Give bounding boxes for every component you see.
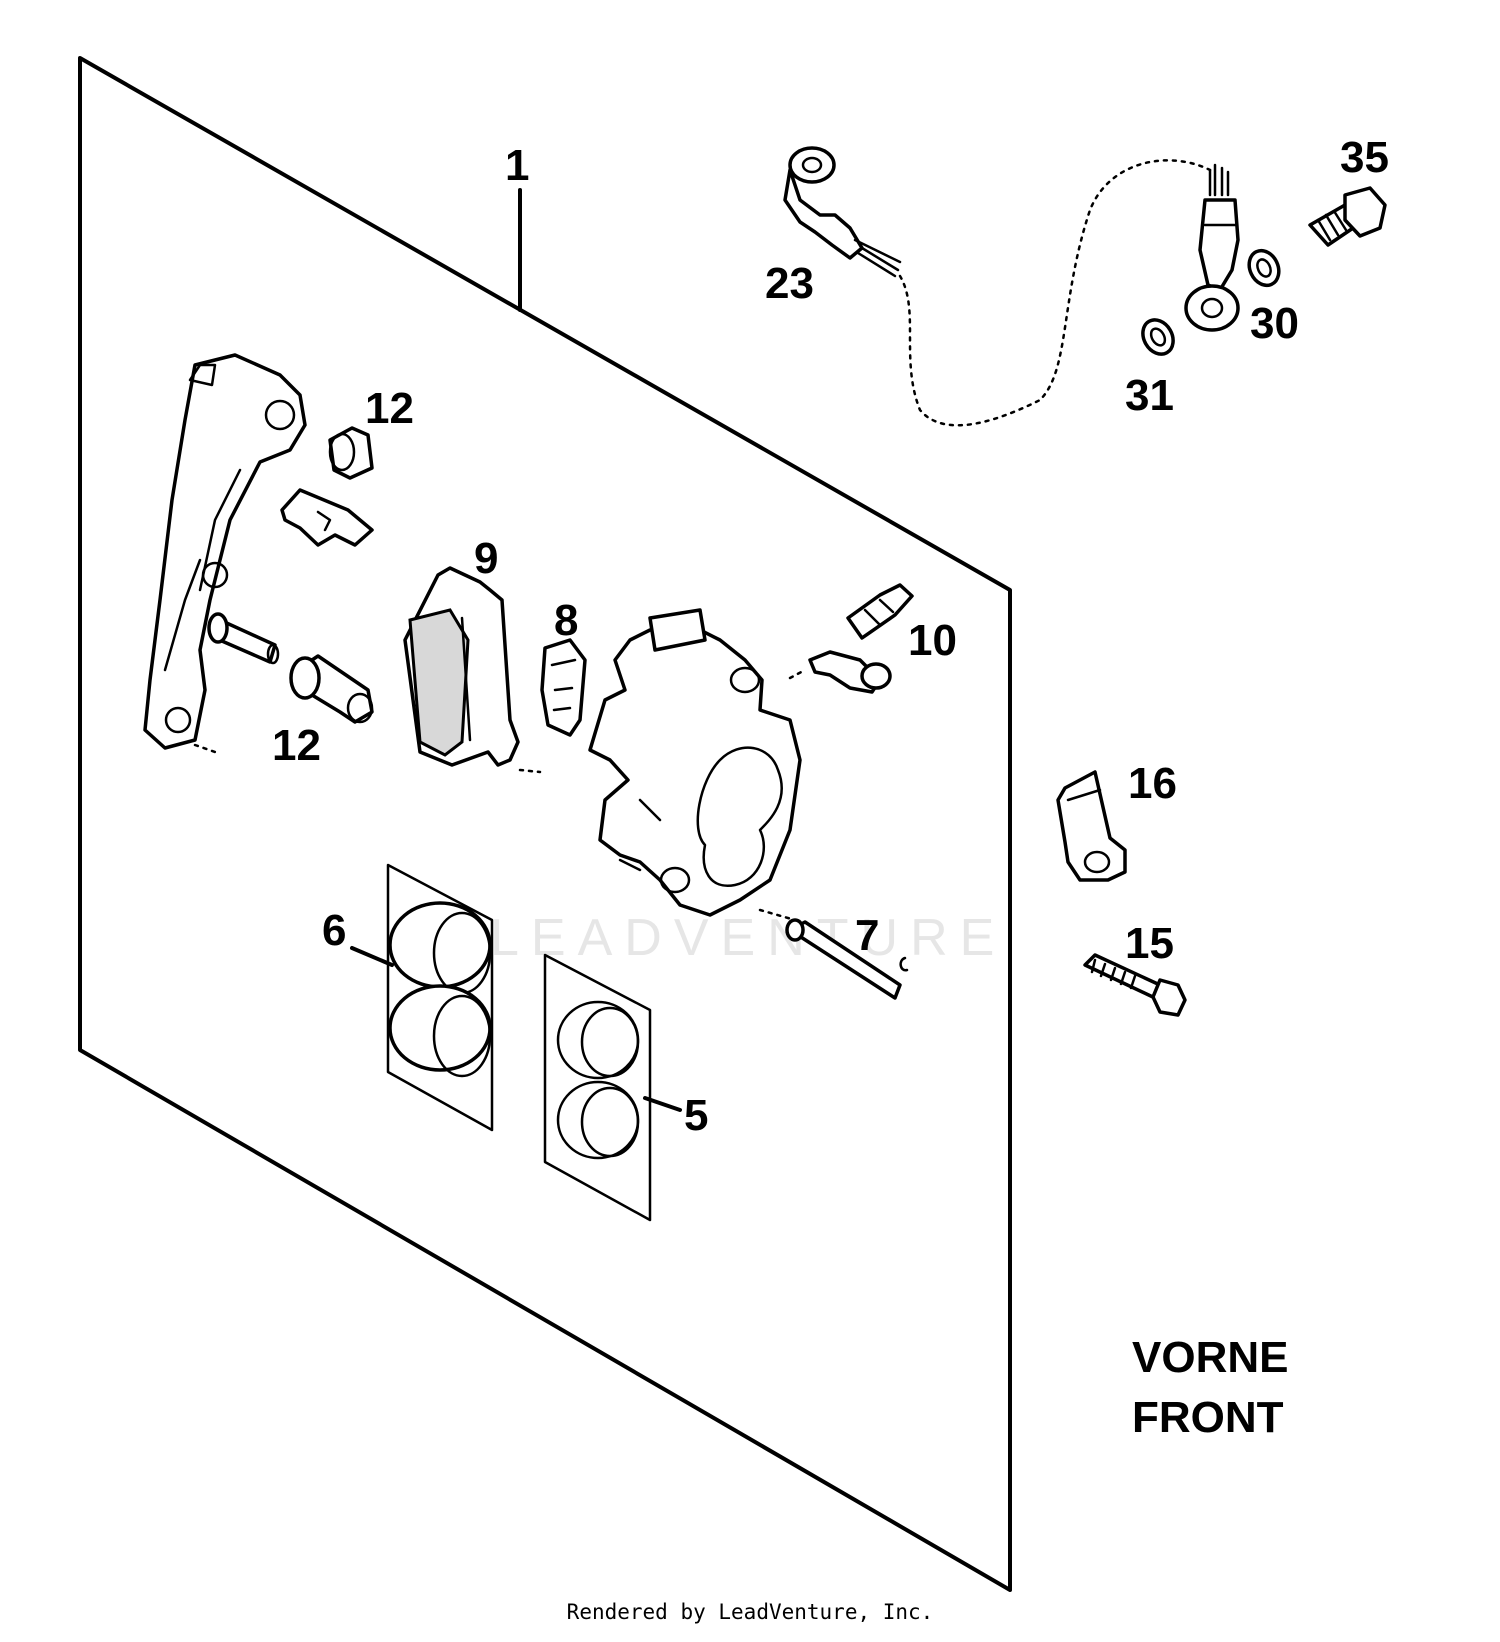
pad-retaining-spring [540, 638, 587, 737]
callout-1: 1 [505, 141, 529, 190]
guide-pin-lower [289, 654, 374, 724]
callout-8: 8 [554, 596, 578, 645]
bleeder-valve [846, 583, 914, 640]
brake-carrier-bracket [143, 353, 307, 754]
pad-spring-clip [280, 488, 374, 547]
callout-35: 35 [1340, 133, 1389, 182]
callout-6: 6 [322, 906, 346, 955]
callout-10: 10 [908, 616, 957, 665]
callout-12-lower: 12 [272, 721, 321, 770]
callout-31: 31 [1125, 371, 1174, 420]
watermark-text: LEADVENTURE [490, 909, 1006, 967]
callout-9: 9 [474, 534, 498, 583]
callout-5: 5 [684, 1091, 708, 1140]
guide-pin-bolt [207, 612, 280, 665]
bleeder-cap [808, 650, 892, 694]
piston-set [350, 863, 494, 1132]
callout-15: 15 [1125, 919, 1174, 968]
hose-banjo-fitting [1184, 163, 1240, 332]
mounting-bolt [1083, 953, 1187, 1017]
brake-pad-set [403, 566, 542, 774]
callout-23: 23 [765, 259, 814, 308]
callout-30: 30 [1250, 299, 1299, 348]
brake-hose [783, 146, 1212, 427]
hose-guide-bracket [1056, 770, 1127, 882]
pad-retaining-pin [785, 918, 909, 1000]
bushing-upper [328, 426, 374, 480]
footer-credit: Rendered by LeadVenture, Inc. [566, 1600, 934, 1624]
banjo-bolt [1308, 186, 1387, 247]
callout-12-upper: 12 [365, 384, 414, 433]
sealing-washer-31 [1141, 318, 1175, 356]
callout-16: 16 [1128, 759, 1177, 808]
assembly-panel-outline [78, 56, 1012, 1592]
brake-caliper-body [588, 608, 807, 922]
region-label-vorne: VORNE [1132, 1333, 1288, 1382]
seal-kit [543, 953, 682, 1222]
region-label-front: FRONT [1132, 1393, 1284, 1442]
sealing-washer-30 [1247, 248, 1281, 288]
callout-7: 7 [855, 911, 879, 960]
